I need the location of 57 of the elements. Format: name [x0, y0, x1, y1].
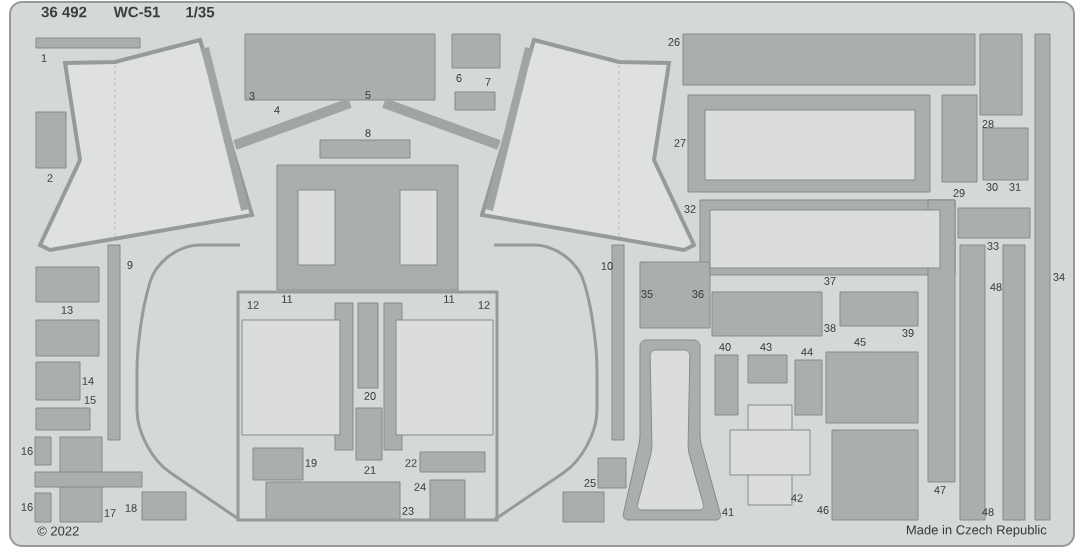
callout-number: 30: [986, 183, 998, 191]
callout-number: 8: [365, 129, 371, 137]
callout-number: 34: [1053, 273, 1065, 281]
callout-number: 28: [982, 120, 994, 128]
copyright-note: © 2022: [37, 526, 79, 536]
callout-number: 2: [47, 174, 53, 182]
callout-number: 15: [84, 396, 96, 404]
callout-number: 3: [249, 92, 255, 100]
callout-number: 14: [82, 377, 94, 385]
callout-number: 26: [668, 38, 680, 46]
callout-number: 21: [364, 466, 376, 474]
callout-number: 9: [127, 261, 133, 269]
callout-number: 39: [902, 329, 914, 337]
callout-number: 16: [21, 447, 33, 455]
scale-label: 1/35: [186, 6, 215, 18]
callout-number: 5: [365, 91, 371, 99]
callout-number: 38: [824, 324, 836, 332]
callout-number: 20: [364, 392, 376, 400]
callout-number: 18: [125, 504, 137, 512]
callout-number: 46: [817, 506, 829, 514]
callout-number: 23: [402, 507, 414, 515]
callout-number: 17: [104, 509, 116, 517]
callout-number: 43: [760, 343, 772, 351]
callout-number: 25: [584, 479, 596, 487]
callout-number: 45: [854, 338, 866, 346]
callout-number: 31: [1009, 183, 1021, 191]
model-name: WC-51: [113, 6, 160, 18]
callout-number: 19: [305, 459, 317, 467]
callout-number: 12: [478, 301, 490, 309]
callout-number: 16: [21, 503, 33, 511]
callout-number: 37: [824, 277, 836, 285]
callout-number: 48: [982, 508, 994, 516]
callout-number: 42: [791, 494, 803, 502]
callout-number: 44: [801, 348, 813, 356]
callout-number: 35: [641, 290, 653, 298]
callout-number: 13: [61, 306, 73, 314]
origin-note: Made in Czech Republic: [906, 524, 1047, 538]
callout-number: 4: [274, 106, 280, 114]
callout-number: 33: [987, 242, 999, 250]
callout-number: 11: [282, 295, 293, 303]
callout-number: 47: [934, 486, 946, 494]
callout-number: 12: [247, 301, 259, 309]
callout-number: 40: [719, 343, 731, 351]
callout-number: 6: [456, 74, 462, 82]
callout-number: 11: [444, 295, 455, 303]
callout-number: 36: [692, 290, 704, 298]
callout-number: 24: [414, 483, 426, 491]
callout-number: 29: [953, 189, 965, 197]
callout-number: 32: [684, 205, 696, 213]
sheet-number: 36 492: [41, 6, 87, 18]
callout-number: 7: [485, 78, 491, 86]
callout-number: 48: [990, 283, 1002, 291]
callout-number: 27: [674, 139, 686, 147]
callout-number: 1: [41, 54, 47, 62]
callout-number: 22: [405, 459, 417, 467]
callout-number: 10: [601, 262, 613, 270]
callout-number: 41: [722, 508, 734, 516]
